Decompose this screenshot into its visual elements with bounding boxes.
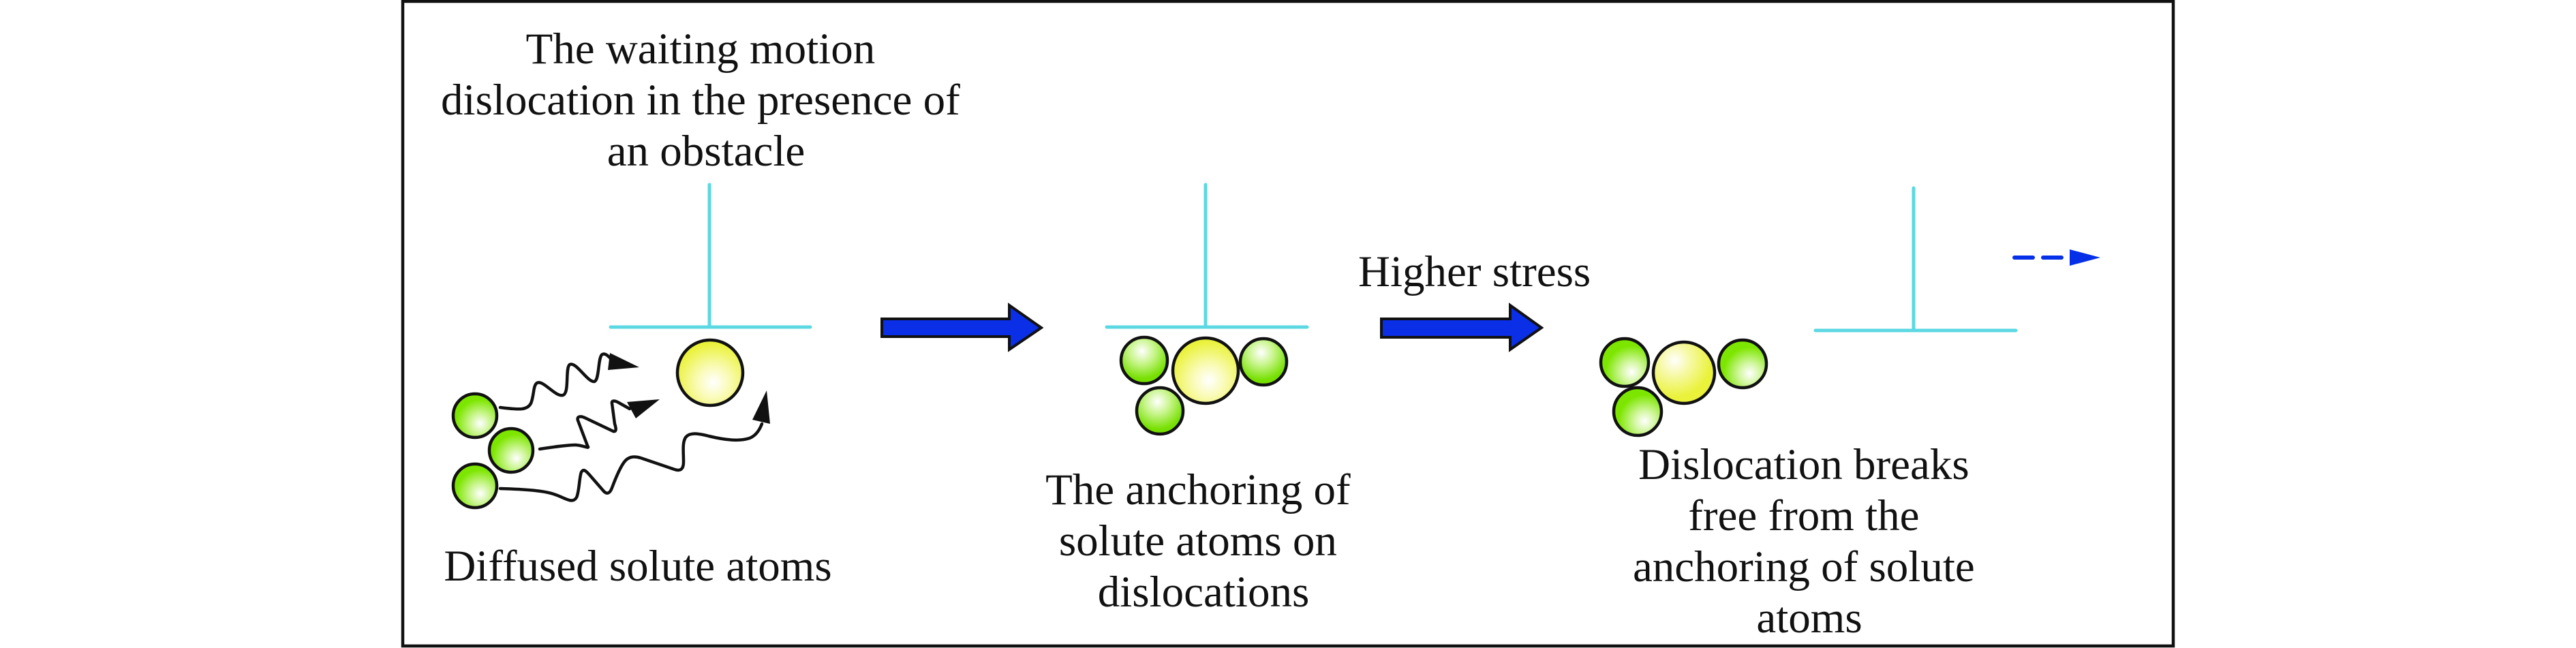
higher-stress-label: Higher stress xyxy=(1358,247,1591,296)
panel1-top-caption: The waiting motion dislocation in the pr… xyxy=(441,25,971,176)
panel1-bottom-caption-line: Diffused solute atoms xyxy=(444,542,831,591)
solute-atom xyxy=(1717,338,1768,390)
panel2-bottom-caption-line: dislocations xyxy=(1098,568,1310,617)
panel2-bottom-caption-line: The anchoring of xyxy=(1045,465,1351,514)
process-arrow-2 xyxy=(1380,303,1544,352)
solute-atom xyxy=(451,392,499,439)
solute-atom xyxy=(1119,335,1169,386)
panel3-bottom-caption: Dislocation breaks free from the anchori… xyxy=(1633,440,1986,643)
diffusion-path xyxy=(498,352,614,411)
diffusion-arrowhead xyxy=(608,353,639,370)
edge-dislocation-symbol xyxy=(609,183,812,329)
dislocation-motion-dashed-arrow xyxy=(2012,249,2100,266)
obstacle-atom xyxy=(1651,340,1717,405)
panel-anchoring: The anchoring of solute atoms on disloca… xyxy=(1045,183,1362,617)
panel1-top-caption-line: an obstacle xyxy=(607,127,806,176)
panel1-top-caption-line: dislocation in the presence of xyxy=(441,76,960,125)
diffusion-arrowhead xyxy=(752,390,770,424)
solute-atom xyxy=(1238,337,1289,387)
obstacle-atom xyxy=(675,338,745,407)
panel1-bottom-caption: Diffused solute atoms xyxy=(444,542,831,591)
diffusion-path xyxy=(498,422,764,502)
panel3-bottom-caption-line: Dislocation breaks xyxy=(1638,440,1969,489)
obstacle-atom xyxy=(1171,336,1240,405)
figure-frame xyxy=(401,0,2175,648)
edge-dislocation-symbol xyxy=(1813,186,2018,333)
solute-atom xyxy=(1599,337,1651,388)
solute-atom xyxy=(487,427,535,474)
panel2-bottom-caption: The anchoring of solute atoms on disloca… xyxy=(1045,465,1362,617)
panel1-top-caption-line: The waiting motion xyxy=(526,25,876,74)
diffusion-paths xyxy=(498,352,770,502)
panel-diffusion: The waiting motion dislocation in the pr… xyxy=(441,25,971,591)
panel3-bottom-caption-line: atoms xyxy=(1756,593,1862,643)
solute-atom xyxy=(451,462,499,510)
panel3-bottom-caption-line: free from the xyxy=(1688,491,1919,540)
diffusion-arrowhead xyxy=(627,399,660,418)
solute-atom xyxy=(1135,386,1185,436)
panel2-bottom-caption-line: solute atoms on xyxy=(1059,516,1337,566)
diffusion-path xyxy=(538,399,632,451)
panel3-bottom-caption-line: anchoring of solute xyxy=(1633,542,1975,591)
panel-breakaway: Dislocation breaks free from the anchori… xyxy=(1599,186,2100,643)
motion-arrowhead xyxy=(2070,249,2100,266)
solute-atom xyxy=(1612,386,1663,437)
process-arrow-1 xyxy=(880,303,1044,352)
edge-dislocation-symbol xyxy=(1105,183,1309,329)
